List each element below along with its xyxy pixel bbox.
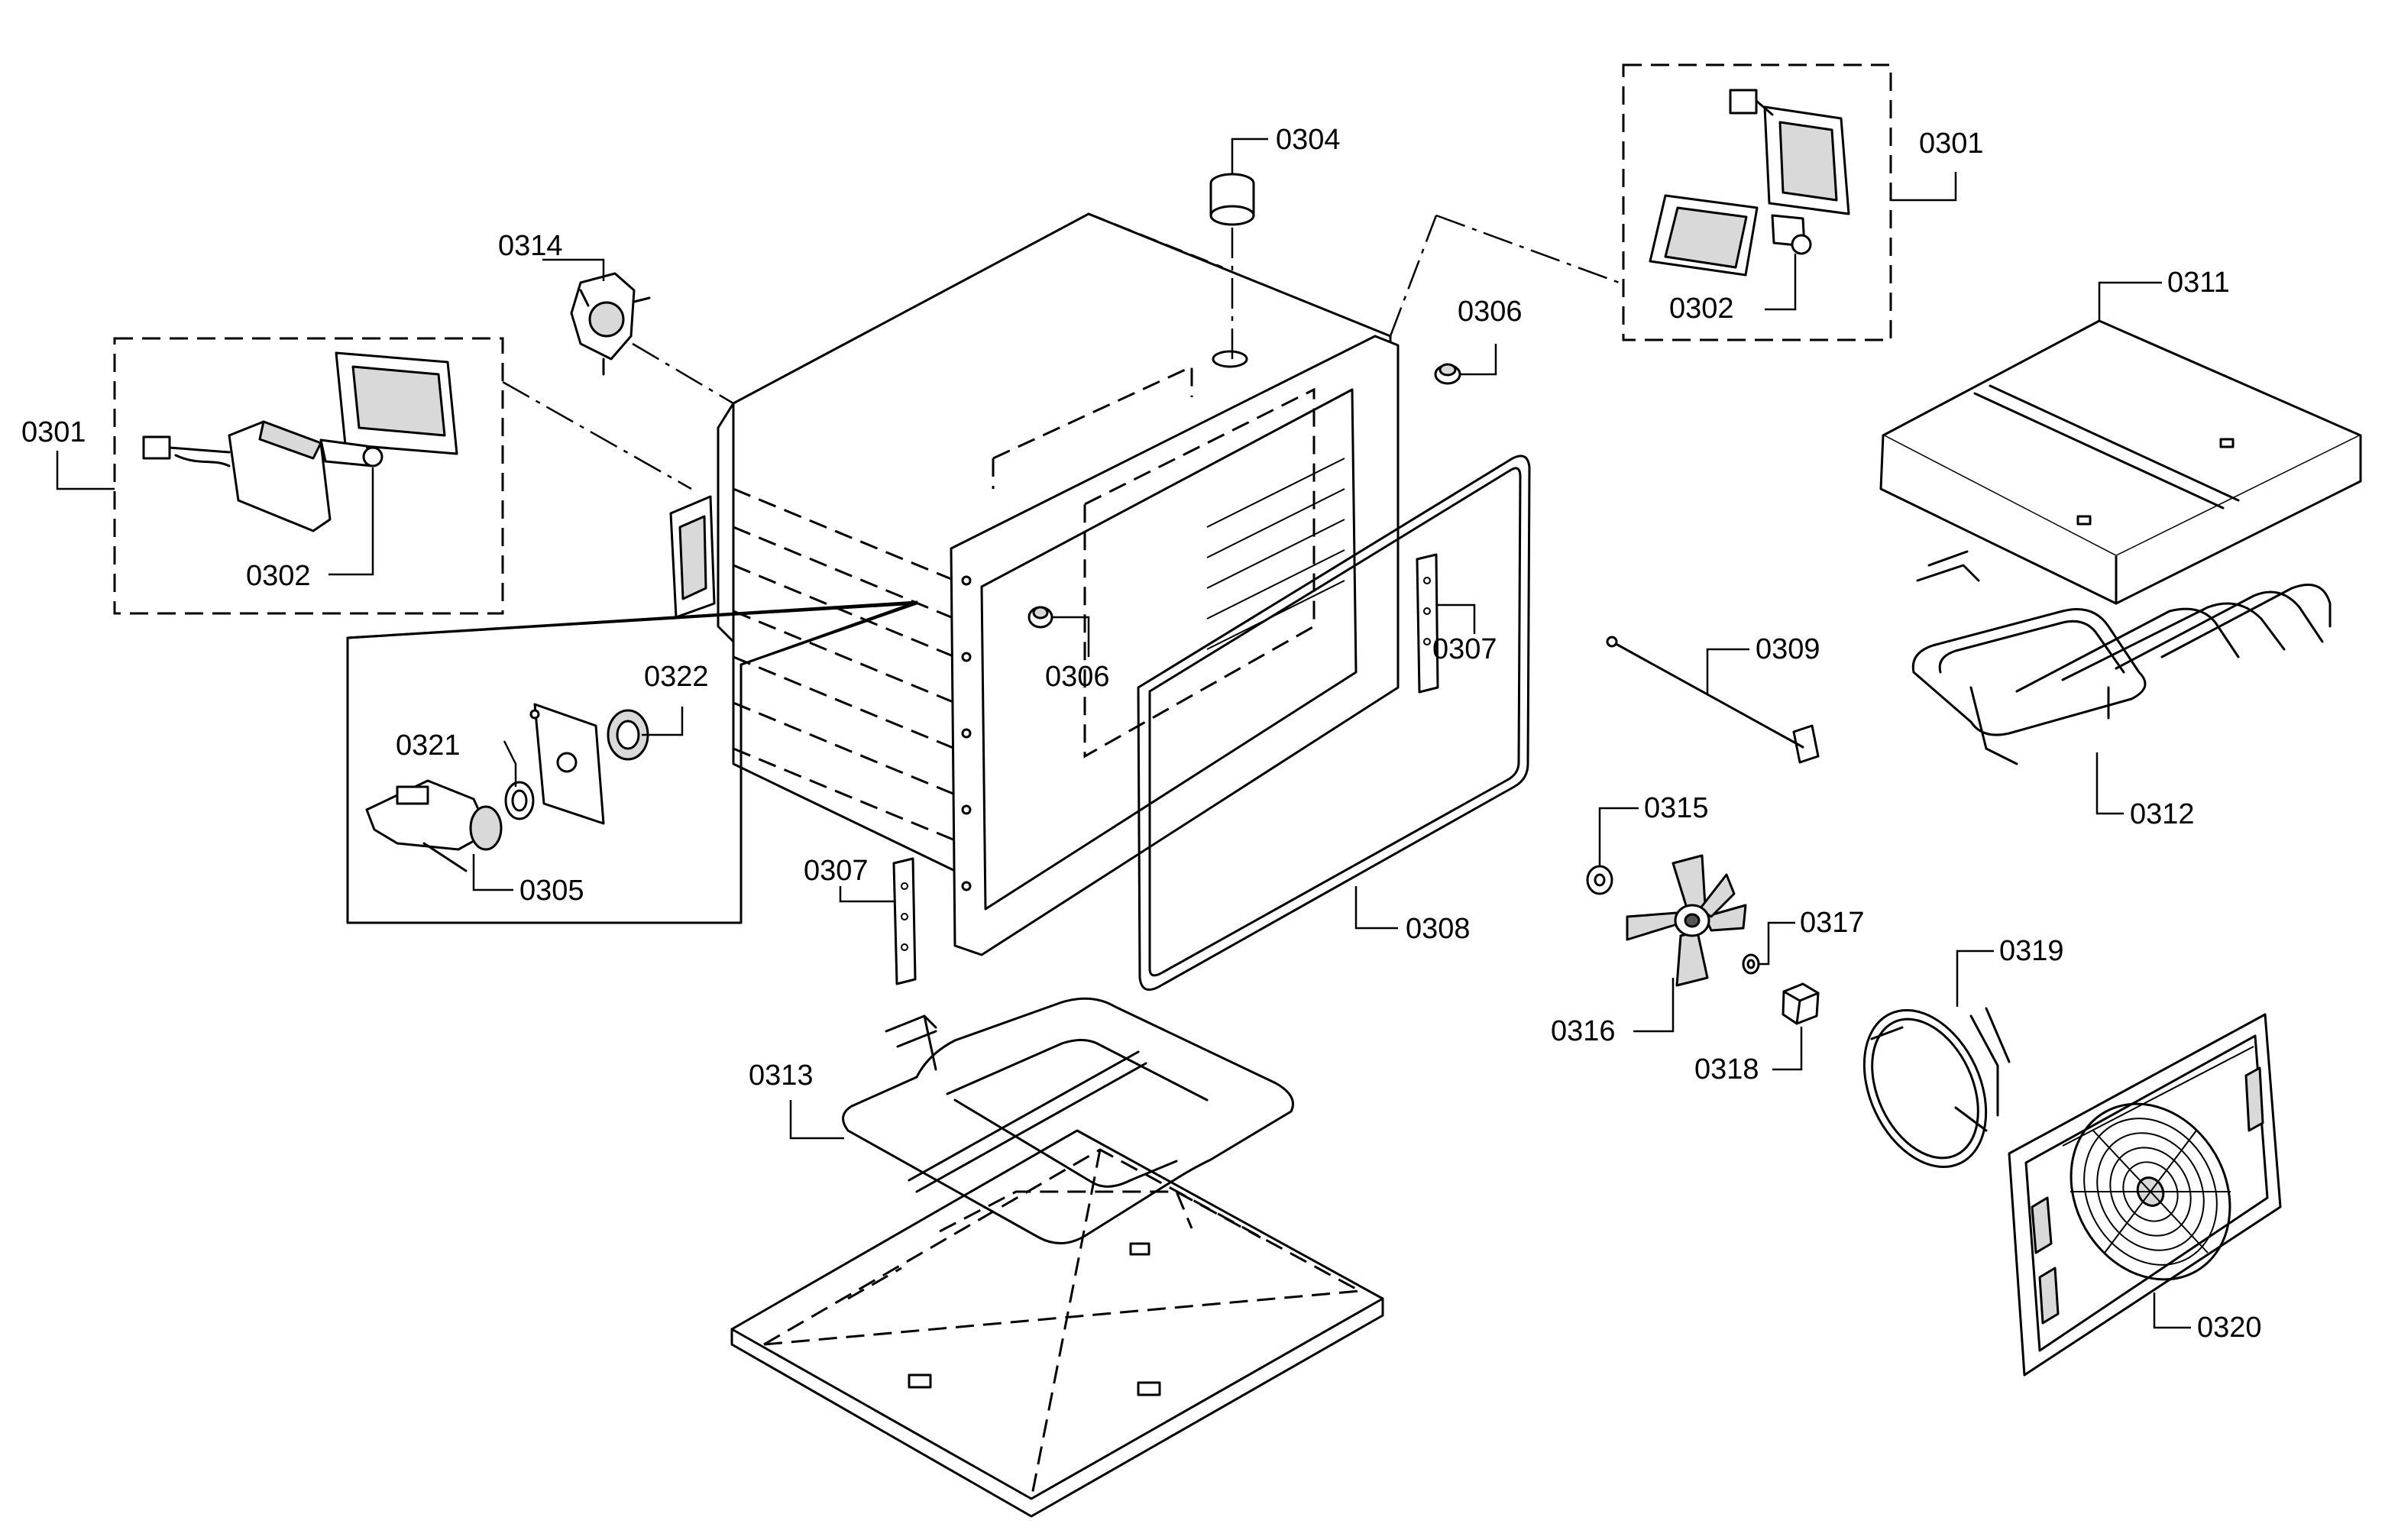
oven-cavity bbox=[669, 212, 1400, 956]
label-0315: 0315 bbox=[1644, 792, 1709, 824]
label-0306-mid: 0306 bbox=[1045, 661, 1110, 693]
side-rail-left bbox=[892, 857, 917, 985]
label-0302-left: 0302 bbox=[246, 560, 311, 592]
label-0312: 0312 bbox=[2130, 798, 2195, 830]
convection-fan-blade bbox=[1626, 854, 1747, 987]
label-0308: 0308 bbox=[1406, 913, 1471, 945]
bake-heating-element bbox=[842, 997, 1294, 1245]
cap-nut-0318 bbox=[1782, 982, 1820, 1025]
label-0307-left: 0307 bbox=[804, 855, 869, 887]
label-0321: 0321 bbox=[396, 730, 461, 762]
grill-heating-element bbox=[1911, 550, 2332, 765]
label-0316: 0316 bbox=[1551, 1015, 1616, 1047]
label-0311: 0311 bbox=[2167, 267, 2230, 299]
label-0305: 0305 bbox=[519, 875, 584, 907]
lamp-housing-left bbox=[142, 351, 458, 532]
label-0314: 0314 bbox=[498, 230, 563, 262]
convection-heater-ring bbox=[1862, 1007, 2011, 1169]
label-0313: 0313 bbox=[749, 1060, 814, 1092]
lamp-assembly-box-right bbox=[1622, 63, 1892, 341]
label-0309: 0309 bbox=[1756, 633, 1820, 665]
top-bracket bbox=[1209, 173, 1255, 226]
label-0319: 0319 bbox=[1999, 935, 2064, 967]
label-0317: 0317 bbox=[1800, 907, 1865, 939]
thermostat-assembly bbox=[365, 703, 649, 872]
door-gasket bbox=[1137, 455, 1531, 992]
label-0320: 0320 bbox=[2197, 1312, 2262, 1344]
label-0307-right: 0307 bbox=[1432, 633, 1497, 665]
label-0318: 0318 bbox=[1694, 1053, 1759, 1085]
label-0306-top: 0306 bbox=[1458, 296, 1523, 328]
rear-fan-cover bbox=[2008, 1013, 2282, 1377]
bottom-panel bbox=[730, 1129, 1384, 1518]
label-0322: 0322 bbox=[644, 661, 709, 693]
lamp-housing-right bbox=[1649, 89, 1850, 277]
plug-mid bbox=[1027, 606, 1053, 629]
label-0304: 0304 bbox=[1276, 124, 1341, 156]
lamp-assembly-box-left bbox=[113, 337, 504, 615]
washer-0315 bbox=[1586, 865, 1613, 895]
top-heater-cover bbox=[1879, 319, 2362, 605]
cooling-fan-motor bbox=[570, 272, 651, 376]
label-0301-left: 0301 bbox=[21, 416, 86, 448]
nut-0317 bbox=[1742, 953, 1760, 975]
label-0301-right: 0301 bbox=[1919, 128, 1984, 160]
label-0302-right: 0302 bbox=[1669, 293, 1734, 325]
side-rail-right bbox=[1416, 553, 1439, 694]
plug-top bbox=[1434, 363, 1461, 385]
